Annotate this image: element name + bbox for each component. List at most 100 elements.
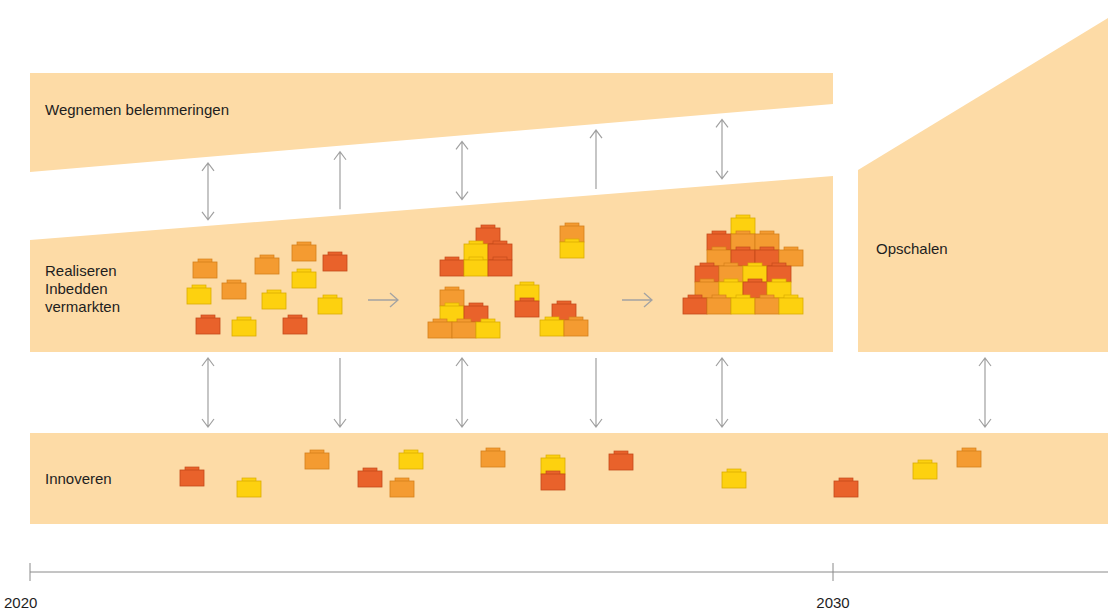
lego-brick [755, 295, 779, 314]
lego-brick [755, 231, 779, 250]
lego-brick [564, 317, 588, 336]
band-fill [858, 18, 1108, 352]
brick-body [913, 463, 937, 479]
brick-body [755, 298, 779, 314]
interaction-arrow [590, 358, 602, 427]
brick-body [193, 262, 217, 278]
brick-body [292, 272, 316, 288]
brick-body [707, 234, 731, 250]
brick-body [541, 458, 565, 474]
lego-brick [440, 257, 464, 276]
brick-body [540, 320, 564, 336]
lego-brick [609, 451, 633, 470]
interaction-arrow [456, 358, 468, 427]
brick-body [232, 320, 256, 336]
lego-brick [237, 478, 261, 497]
brick-body [767, 266, 791, 282]
lego-brick [913, 460, 937, 479]
lego-brick [731, 215, 755, 234]
lego-brick [464, 257, 488, 276]
timeline-band: Wegnemen belemmeringen [30, 73, 833, 172]
lego-brick [767, 263, 791, 282]
lego-brick [187, 285, 211, 304]
brick-body [722, 472, 746, 488]
axis-tick [30, 563, 31, 581]
lego-brick [193, 259, 217, 278]
brick-body [541, 474, 565, 490]
brick-body [305, 453, 329, 469]
brick-body [464, 260, 488, 276]
brick-body [262, 293, 286, 309]
lego-brick [399, 450, 423, 469]
axis-year: 2020 [4, 594, 37, 611]
interaction-arrow [334, 358, 346, 427]
brick-body [237, 481, 261, 497]
brick-body [390, 481, 414, 497]
lego-brick [515, 298, 539, 317]
brick-body [683, 298, 707, 314]
interaction-arrow [716, 119, 728, 178]
band-fill [30, 176, 833, 352]
progress-arrow [368, 293, 398, 307]
lego-brick [232, 317, 256, 336]
brick-body [560, 242, 584, 258]
lego-brick [464, 241, 488, 260]
band-label: Realiseren Inbedden vermarkten [45, 262, 120, 316]
brick-body [481, 451, 505, 467]
lego-brick [683, 295, 707, 314]
brick-body [755, 234, 779, 250]
brick-body [957, 451, 981, 467]
brick-body [515, 301, 539, 317]
brick-body [779, 298, 803, 314]
lego-brick [283, 315, 307, 334]
axis-line [30, 572, 1108, 573]
lego-brick [292, 242, 316, 261]
brick-body [323, 255, 347, 271]
interaction-arrow [716, 358, 728, 427]
lego-brick [731, 231, 755, 250]
lego-brick [834, 478, 858, 497]
interaction-arrow [334, 152, 346, 210]
brick-body [187, 288, 211, 304]
interaction-arrow [456, 141, 468, 199]
brick-body [255, 258, 279, 274]
lego-brick [488, 257, 512, 276]
lego-brick [428, 319, 452, 338]
brick-body [609, 454, 633, 470]
band-label: Opschalen [876, 240, 948, 258]
brick-body [180, 470, 204, 486]
brick-body [428, 322, 452, 338]
brick-body [452, 322, 476, 338]
brick-body [515, 285, 539, 301]
lego-brick [318, 295, 342, 314]
band-label: Innoveren [45, 470, 112, 488]
lego-brick [323, 252, 347, 271]
brick-body [476, 322, 500, 338]
lego-brick [695, 263, 719, 282]
lego-brick [540, 317, 564, 336]
lego-brick [476, 319, 500, 338]
lego-brick [731, 295, 755, 314]
lego-brick [262, 290, 286, 309]
axis-year: 2030 [816, 594, 849, 611]
lego-brick [390, 478, 414, 497]
lego-brick [180, 467, 204, 486]
lego-brick [255, 255, 279, 274]
lego-brick [222, 280, 246, 299]
lego-brick [779, 295, 803, 314]
lego-brick [560, 239, 584, 258]
progress-arrow [622, 293, 652, 307]
lego-brick [292, 269, 316, 288]
brick-body [560, 226, 584, 242]
lego-brick [707, 231, 731, 250]
label-anchor: 2020 [4, 594, 37, 611]
lego-brick [957, 448, 981, 467]
brick-body [440, 290, 464, 306]
lego-brick [743, 263, 767, 282]
brick-body [292, 245, 316, 261]
lego-brick [541, 471, 565, 490]
brick-body [731, 234, 755, 250]
lego-brick [196, 315, 220, 334]
